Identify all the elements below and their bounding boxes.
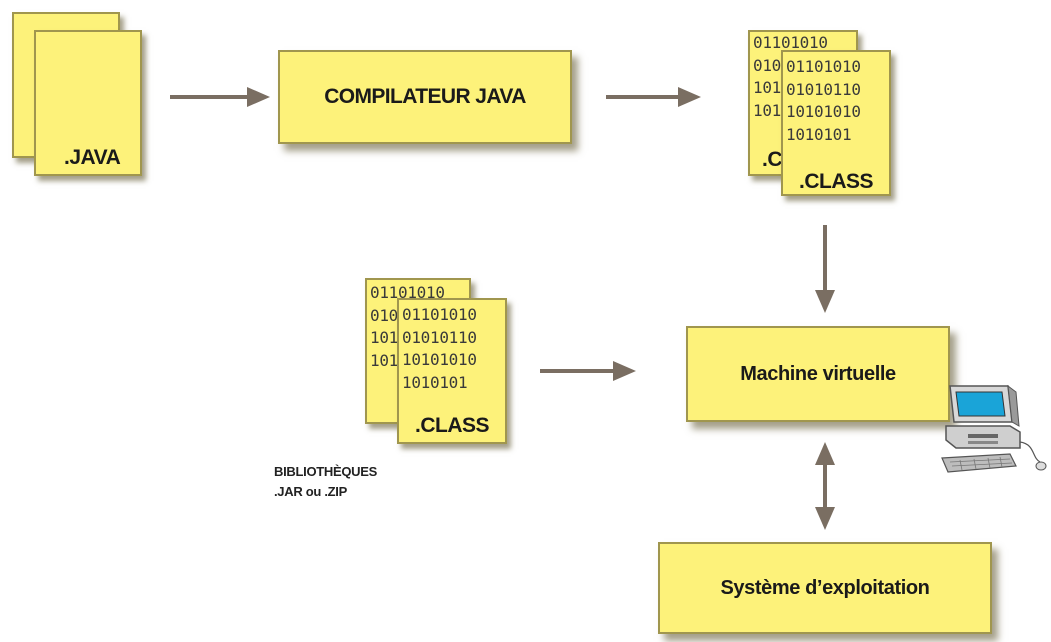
operating-system-label: Système d’exploitation: [720, 576, 930, 599]
computer-icon: [941, 384, 1047, 473]
class-back-extension-fragment: .C: [762, 148, 783, 171]
class-extension-label: .CLASS: [799, 170, 874, 193]
java-file-sheet-front: .JAVA: [34, 30, 142, 176]
compiler-label: COMPILATEUR JAVA: [324, 85, 526, 108]
libraries-caption-line1: BIBLIOTHÈQUES: [274, 464, 377, 479]
class-sheet-front: 01101010 01010110 10101010 1010101 .CLAS…: [781, 50, 891, 196]
libraries-caption-line2: .JAR ou .ZIP: [274, 484, 347, 499]
library-back-binary: 01101010 010 101 101: [370, 283, 445, 370]
libraries-caption: BIBLIOTHÈQUES .JAR ou .ZIP: [274, 462, 377, 502]
class-front-binary: 01101010 01010110 10101010 1010101: [786, 57, 861, 144]
operating-system-box: Système d’exploitation: [658, 542, 992, 634]
virtual-machine-label: Machine virtuelle: [740, 362, 896, 385]
class-back-binary: 01101010 010 101 101: [753, 33, 828, 120]
library-extension-label: .CLASS: [415, 414, 490, 437]
java-extension-label: .JAVA: [64, 146, 121, 169]
library-sheet-front: 01101010 01010110 10101010 1010101 .CLAS…: [397, 298, 507, 444]
library-front-binary: 01101010 01010110 10101010 1010101: [402, 305, 477, 392]
compiler-box: COMPILATEUR JAVA: [278, 50, 572, 144]
virtual-machine-box: Machine virtuelle: [686, 326, 950, 422]
